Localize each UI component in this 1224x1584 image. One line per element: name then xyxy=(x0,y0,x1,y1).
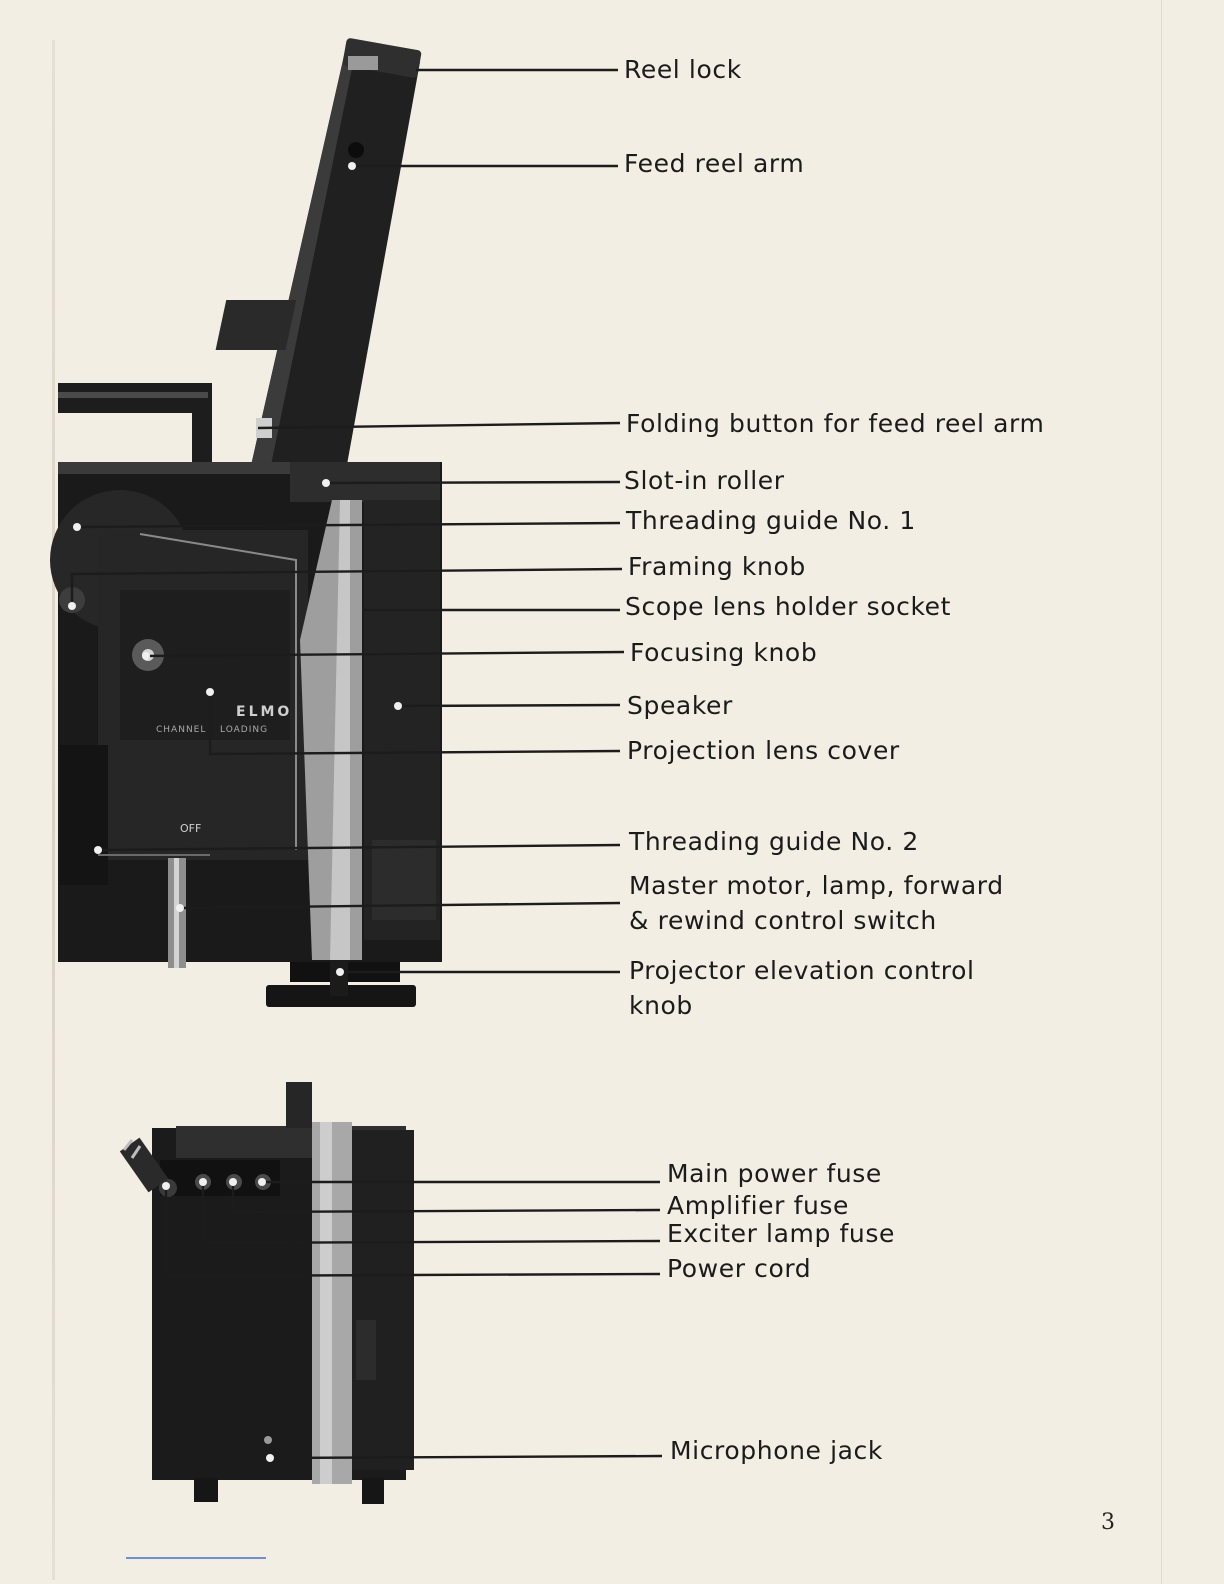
side-arm-stub xyxy=(286,1082,312,1128)
leader-dot xyxy=(266,1454,274,1462)
leader-line-framing-knob xyxy=(70,567,623,606)
label-folding-button: Folding button for feed reel arm xyxy=(626,409,1045,438)
label-feed-reel-arm: Feed reel arm xyxy=(624,149,805,178)
leader-lines xyxy=(70,68,663,1460)
leader-dot xyxy=(206,688,214,696)
label-microphone-jack: Microphone jack xyxy=(670,1436,883,1465)
side-latch xyxy=(356,1320,376,1380)
leader-line-folding-button xyxy=(257,421,621,430)
channel-text: CHANNEL xyxy=(156,725,206,735)
leader-dot xyxy=(336,968,344,976)
page-number: 3 xyxy=(1101,1510,1115,1535)
power-plug-pin xyxy=(122,1139,134,1151)
side-foot xyxy=(194,1478,218,1502)
leader-dot xyxy=(348,162,356,170)
label-threading-guide-1: Threading guide No. 1 xyxy=(626,506,916,535)
label-threading-guide-2: Threading guide No. 2 xyxy=(629,827,919,856)
power-plug-pin xyxy=(130,1145,142,1159)
elevation-stem xyxy=(330,960,348,996)
leader-dot xyxy=(94,846,102,854)
leader-line-exciter-lamp-fuse xyxy=(201,1182,661,1245)
speaker-grille xyxy=(372,840,436,920)
leader-line-power-cord xyxy=(164,1186,661,1278)
leader-dot xyxy=(258,1178,266,1186)
leader-dot xyxy=(162,1182,170,1190)
leader-line-control-switch xyxy=(179,901,621,910)
leader-line-threading-guide-1 xyxy=(76,521,621,529)
side-rear-panel xyxy=(352,1130,414,1470)
label-focusing-knob: Focusing knob xyxy=(630,638,818,667)
leader-line-threading-guide-2 xyxy=(97,843,621,852)
side-chrome-strip-highlight xyxy=(320,1122,332,1484)
leader-line-speaker xyxy=(397,703,621,708)
label-control-switch: Master motor, lamp, forward & rewind con… xyxy=(629,871,1004,935)
feed-reel-arm xyxy=(250,47,420,470)
leader-line-slot-in-roller xyxy=(325,480,621,485)
feed-reel-arm-hole xyxy=(348,142,364,158)
carrying-handle-bar-highlight xyxy=(58,392,208,398)
leader-dot xyxy=(73,523,81,531)
leader-dot xyxy=(176,904,184,912)
label-scope-lens-holder-socket: Scope lens holder socket xyxy=(625,592,952,621)
leader-line-microphone-jack xyxy=(269,1454,663,1460)
reel-lock-latch xyxy=(348,56,378,70)
leader-dot xyxy=(394,702,402,710)
page-edge xyxy=(1161,0,1162,1584)
microphone-jack xyxy=(264,1436,272,1444)
label-reel-lock: Reel lock xyxy=(624,55,742,84)
page-binding-shadow xyxy=(52,40,55,1580)
leader-line-amplifier-fuse xyxy=(231,1182,661,1214)
body-top-ridge xyxy=(58,462,358,474)
projector-side-view xyxy=(119,1082,414,1504)
leader-dot xyxy=(199,1178,207,1186)
label-amplifier-fuse: Amplifier fuse xyxy=(667,1191,850,1220)
leader-dot xyxy=(229,1178,237,1186)
power-plug xyxy=(119,1137,169,1193)
leader-dot xyxy=(322,479,330,487)
label-exciter-lamp-fuse: Exciter lamp fuse xyxy=(667,1219,895,1248)
label-main-power-fuse: Main power fuse xyxy=(667,1159,882,1188)
label-speaker: Speaker xyxy=(627,691,733,720)
leader-line-projection-lens-cover xyxy=(208,692,621,756)
arm-bracket xyxy=(215,300,297,350)
label-slot-in-roller: Slot-in roller xyxy=(624,466,785,495)
side-foot xyxy=(362,1478,384,1504)
leader-dot xyxy=(68,602,76,610)
projection-lens-cover xyxy=(60,745,108,885)
feed-reel-arm-edge xyxy=(250,47,356,470)
brand-logo-text: ELMO xyxy=(236,704,292,720)
side-chrome-strip-highlight xyxy=(330,500,350,960)
loading-text: LOADING xyxy=(220,725,268,735)
leader-line-focusing-knob xyxy=(145,650,625,658)
control-switch-lever-highlight xyxy=(174,858,179,968)
label-elevation-control-knob: Projector elevation control knob xyxy=(629,956,975,1020)
projector-front-view: ELMO CHANNEL LOADING OFF xyxy=(50,38,442,1007)
label-framing-knob: Framing knob xyxy=(628,552,806,581)
footer-rule xyxy=(126,1557,266,1559)
leader-dots xyxy=(68,162,402,1462)
switch-off-text: OFF xyxy=(180,822,201,835)
label-power-cord: Power cord xyxy=(667,1254,812,1283)
label-projection-lens-cover: Projection lens cover xyxy=(627,736,900,765)
leader-dot xyxy=(142,652,150,660)
